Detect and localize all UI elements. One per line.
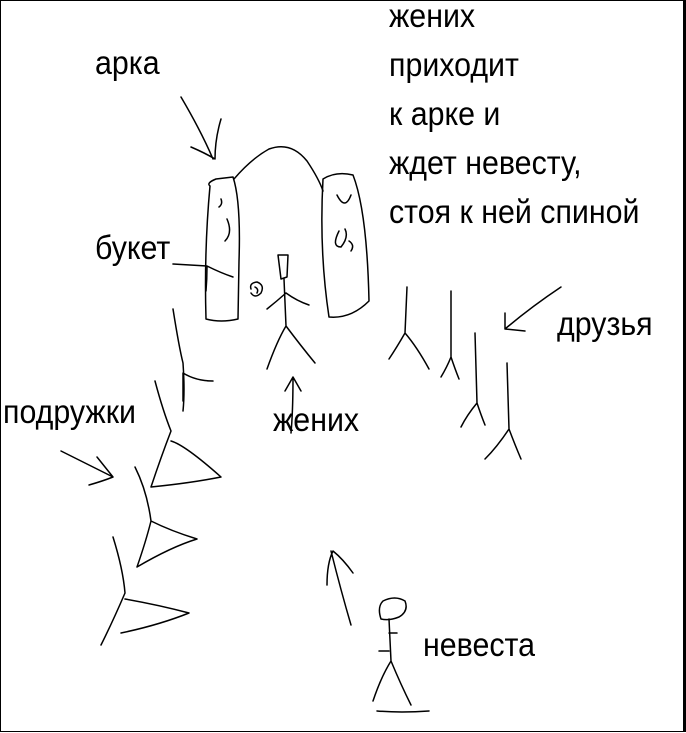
bridesmaid-2 [150,380,222,488]
friend-3 [460,332,486,428]
description-line: ждет невесту, [389,144,582,181]
bride-head [378,597,407,621]
friends-figures [388,286,522,460]
arch-arrow [180,96,222,160]
friend-4 [484,362,522,460]
friends-label: друзья [557,305,653,342]
bridesmaids-label: подружки [3,393,136,430]
arch-label: арка [95,44,160,81]
groom-arrow [284,376,302,434]
arch-right-pillar [321,172,370,318]
arch-drawing [204,146,370,322]
description-line: стоя к ней спиной [389,193,640,230]
bride-body [372,618,430,713]
description-text: жених приходит к арке и ждет невесту, ст… [389,0,640,236]
bride-figure [372,597,430,713]
bouquet-flowers [249,281,264,297]
arch-decorations [218,194,354,252]
bridesmaids-figures [100,308,222,646]
bridesmaid-3 [134,466,198,568]
bride-arrow [326,550,354,626]
groom-figure [266,254,316,370]
arch-top [233,146,324,192]
bridesmaid-1 [172,308,214,412]
bridesmaids-arrow [60,450,114,486]
bouquet-pointer [172,263,234,292]
bride-label: невеста [423,626,535,663]
arch-left-pillar [204,176,241,322]
groom-label: жених [273,401,360,438]
description-line: к арке и [389,95,501,132]
friends-arrow [504,286,562,332]
groom-body [266,278,316,370]
friend-2 [440,290,460,380]
friend-1 [388,286,430,370]
bouquet-label: букет [95,229,171,266]
description-line: жених [389,0,476,34]
groom-head [277,254,289,280]
description-line: приходит [389,46,519,83]
bridesmaid-4 [100,536,190,646]
